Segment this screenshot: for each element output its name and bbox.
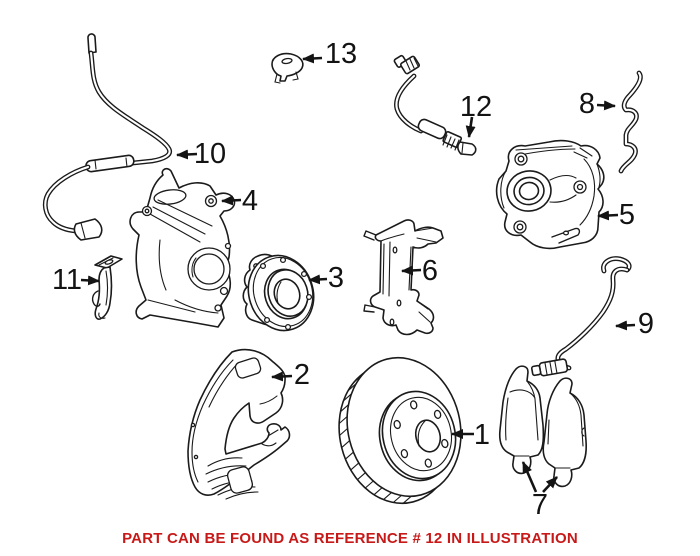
reference-note: PART CAN BE FOUND AS REFERENCE # 12 IN I… <box>122 530 578 547</box>
callout-arrow-2 <box>271 371 293 382</box>
callout-label-10: 10 <box>194 138 226 170</box>
callout-arrow-12 <box>465 116 476 138</box>
caliper-mount-bracket-drawing <box>363 219 444 336</box>
sensor-bracket-drawing <box>91 255 123 320</box>
callout-label-13: 13 <box>325 38 357 70</box>
retaining-clip-drawing <box>271 52 304 84</box>
callout-arrow-11 <box>80 275 100 286</box>
anti-rattle-spring-clip-drawing <box>618 70 643 174</box>
callout-arrow-4 <box>221 195 242 206</box>
callout-label-8: 8 <box>579 88 595 120</box>
brake-caliper-drawing <box>495 139 605 250</box>
callout-arrow-6 <box>401 265 422 276</box>
callout-arrow-7b <box>542 476 558 493</box>
callout-label-1: 1 <box>474 419 490 451</box>
callout-arrow-13 <box>302 53 323 64</box>
callout-arrow-7a <box>521 461 538 493</box>
pad-wear-sensor-wire-drawing <box>530 256 632 377</box>
callout-label-2: 2 <box>294 359 310 391</box>
callout-arrow-8 <box>596 100 616 111</box>
brake-pads-drawing <box>498 365 587 488</box>
wheel-hub-bearing-drawing <box>242 253 315 332</box>
callout-labels: 1 2 3 4 5 6 7 8 9 10 11 12 13 <box>52 38 654 521</box>
steering-knuckle-drawing <box>129 167 236 328</box>
callout-label-9: 9 <box>638 308 654 340</box>
brake-hose-drawing <box>393 54 477 156</box>
callout-label-12: 12 <box>460 91 492 123</box>
wheel-speed-sensor-cable-drawing <box>42 33 172 241</box>
callout-label-6: 6 <box>422 255 438 287</box>
callout-label-11: 11 <box>52 264 82 296</box>
callout-arrows <box>80 53 636 493</box>
callout-arrow-5 <box>597 210 619 221</box>
brake-rotor-drawing <box>338 356 462 505</box>
callout-arrow-3 <box>308 274 328 285</box>
callout-label-4: 4 <box>242 185 258 217</box>
brake-dust-shield-drawing <box>187 348 291 500</box>
callout-label-7: 7 <box>532 489 548 521</box>
callout-label-5: 5 <box>619 199 635 231</box>
callout-arrow-9 <box>615 320 636 331</box>
callout-arrow-10 <box>176 149 198 160</box>
callout-label-3: 3 <box>328 262 344 294</box>
